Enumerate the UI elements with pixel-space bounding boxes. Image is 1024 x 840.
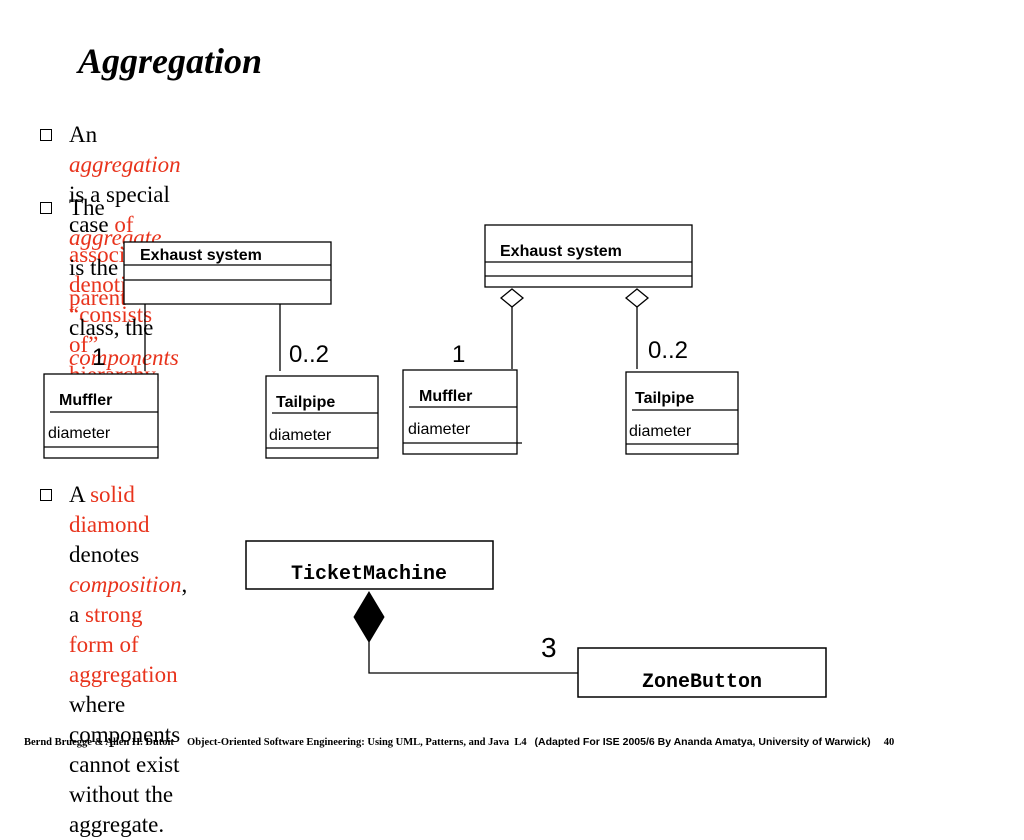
text-segment: is the (69, 255, 119, 280)
text-segment: where (69, 692, 126, 717)
attribute: diameter (408, 421, 471, 438)
multiplicity-label: 0..2 (648, 337, 688, 364)
attribute: diameter (48, 425, 111, 442)
text-segment: The (69, 195, 105, 220)
left-diagram: Exhaust system 1 0..2 Muffler diameter T… (43, 241, 379, 459)
attribute: diameter (269, 427, 332, 444)
ticketmachine-class: TicketMachine (245, 540, 494, 590)
tailpipe-class: Tailpipe diameter (625, 371, 739, 455)
slide-title: Aggregation (78, 41, 263, 81)
multiplicity-label: 0..2 (289, 341, 329, 368)
class-name: Exhaust system (140, 247, 262, 264)
text-segment: components (69, 345, 179, 370)
muffler-class: Muffler diameter (43, 373, 159, 459)
text-segment: A (69, 482, 91, 507)
text-segment: composition (69, 572, 182, 597)
bullet-box-icon (40, 202, 52, 214)
class-name: Tailpipe (635, 390, 694, 407)
class-name: Muffler (419, 388, 472, 405)
text-segment: parent (69, 285, 127, 310)
text-segment: , a (69, 572, 188, 627)
uml-diagrams: Exhaust system 1 0..2 Muffler diameter T… (43, 224, 827, 698)
footer-book: Object-Oriented Software Engineering: Us… (187, 737, 510, 748)
exhaust-system-class: Exhaust system (484, 224, 693, 288)
zonebutton-class: ZoneButton (577, 647, 827, 698)
hollow-diamond-icon (499, 288, 525, 308)
footer-adapted: (Adapted For ISE 2005/6 By Ananda Amatya… (534, 736, 871, 748)
text-segment: An (69, 122, 98, 147)
bullet-line: An aggregation is a special case of asso… (69, 120, 181, 360)
class-name: ZoneButton (642, 671, 762, 694)
class-name: Muffler (59, 392, 112, 409)
composition-diagram: TicketMachine 3 ZoneButton (245, 540, 827, 698)
exhaust-system-class: Exhaust system (123, 241, 332, 305)
bullet-box-icon (40, 129, 52, 141)
bullet-line: A solid diamond denotes composition, a s… (69, 480, 187, 720)
muffler-class: Muffler diameter (402, 369, 522, 455)
multiplicity-label: 3 (541, 632, 557, 663)
footer-lecture: L4 (514, 737, 527, 748)
text-segment: class, the (69, 315, 154, 340)
hollow-diamond-icon (624, 288, 650, 308)
class-name: TicketMachine (291, 563, 447, 586)
solid-diamond-icon (353, 591, 385, 643)
text-segment: aggregation (69, 152, 181, 177)
bullet-box-icon (40, 489, 52, 501)
multiplicity-label: 1 (452, 341, 465, 368)
text-segment: denotes (69, 542, 140, 567)
page-number: 40 (883, 737, 895, 748)
multiplicity-label: 1 (92, 344, 105, 371)
class-name: Exhaust system (500, 243, 622, 260)
slide-footer: Bernd Bruegge & Allen H. Dutoit Object-O… (24, 736, 894, 748)
text-segment: is a special case (69, 182, 170, 237)
right-diagram: Exhaust system 1 0..2 Muffler diameter T… (402, 224, 739, 455)
attribute: diameter (629, 423, 692, 440)
text-segment: solid diamond (69, 482, 150, 537)
footer-authors: Bernd Bruegge & Allen H. Dutoit (24, 737, 174, 748)
composition-line (368, 642, 578, 674)
tailpipe-class: Tailpipe diameter (265, 375, 379, 459)
class-name: Tailpipe (276, 394, 335, 411)
text-segment: strong form of aggregation (69, 602, 178, 687)
